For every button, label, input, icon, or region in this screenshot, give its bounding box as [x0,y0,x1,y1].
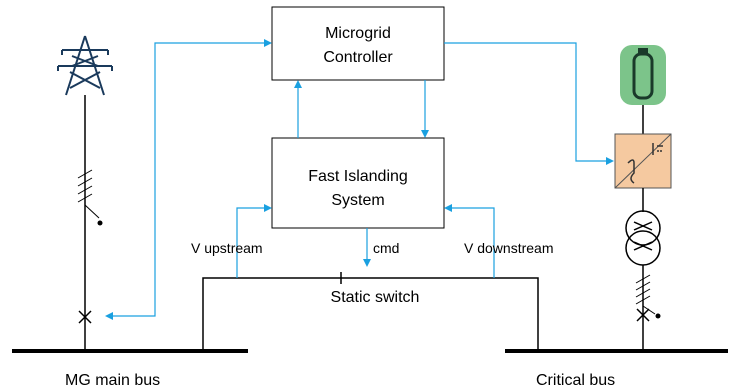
junction-dot [655,313,661,319]
junction-dot [97,220,103,226]
static-switch-link [202,277,539,351]
breaker-x-icon [78,310,92,324]
dc-ac-converter-icon [614,133,672,189]
islanding-label-line1: Fast Islanding [308,168,408,185]
v-upstream-signal [236,207,265,278]
microgrid-controller-box [271,6,445,81]
critical-bus-label: Critical bus [536,372,615,389]
breaker-x-icon [636,308,650,322]
arrowhead [294,80,302,88]
static-switch-label: Static switch [331,289,420,306]
controller-to-main-signal [112,42,266,317]
v-downstream-signal [451,207,495,278]
v-downstream-label: V downstream [464,240,553,256]
arrowhead [264,204,272,212]
mg-main-bus-label: MG main bus [65,372,160,389]
arrowhead [264,39,272,47]
arrowhead [444,204,452,212]
measurement-hatch-icon [635,274,656,315]
arrowhead [606,157,614,165]
controller-to-converter-signal [444,42,607,162]
arrowhead [105,312,113,320]
transformer-icon [625,210,661,266]
controller-label-line1: Microgrid [325,25,391,42]
cmd-label: cmd [373,240,399,256]
battery-icon [620,45,666,105]
islanding-label-line2: System [331,192,384,209]
fast-islanding-box [271,137,445,229]
transmission-tower-icon [57,35,113,96]
v-upstream-label: V upstream [191,240,263,256]
controller-label-line2: Controller [323,49,393,66]
arrowhead [421,130,429,138]
arrowhead [363,259,371,267]
measurement-hatch-icon [77,169,100,219]
